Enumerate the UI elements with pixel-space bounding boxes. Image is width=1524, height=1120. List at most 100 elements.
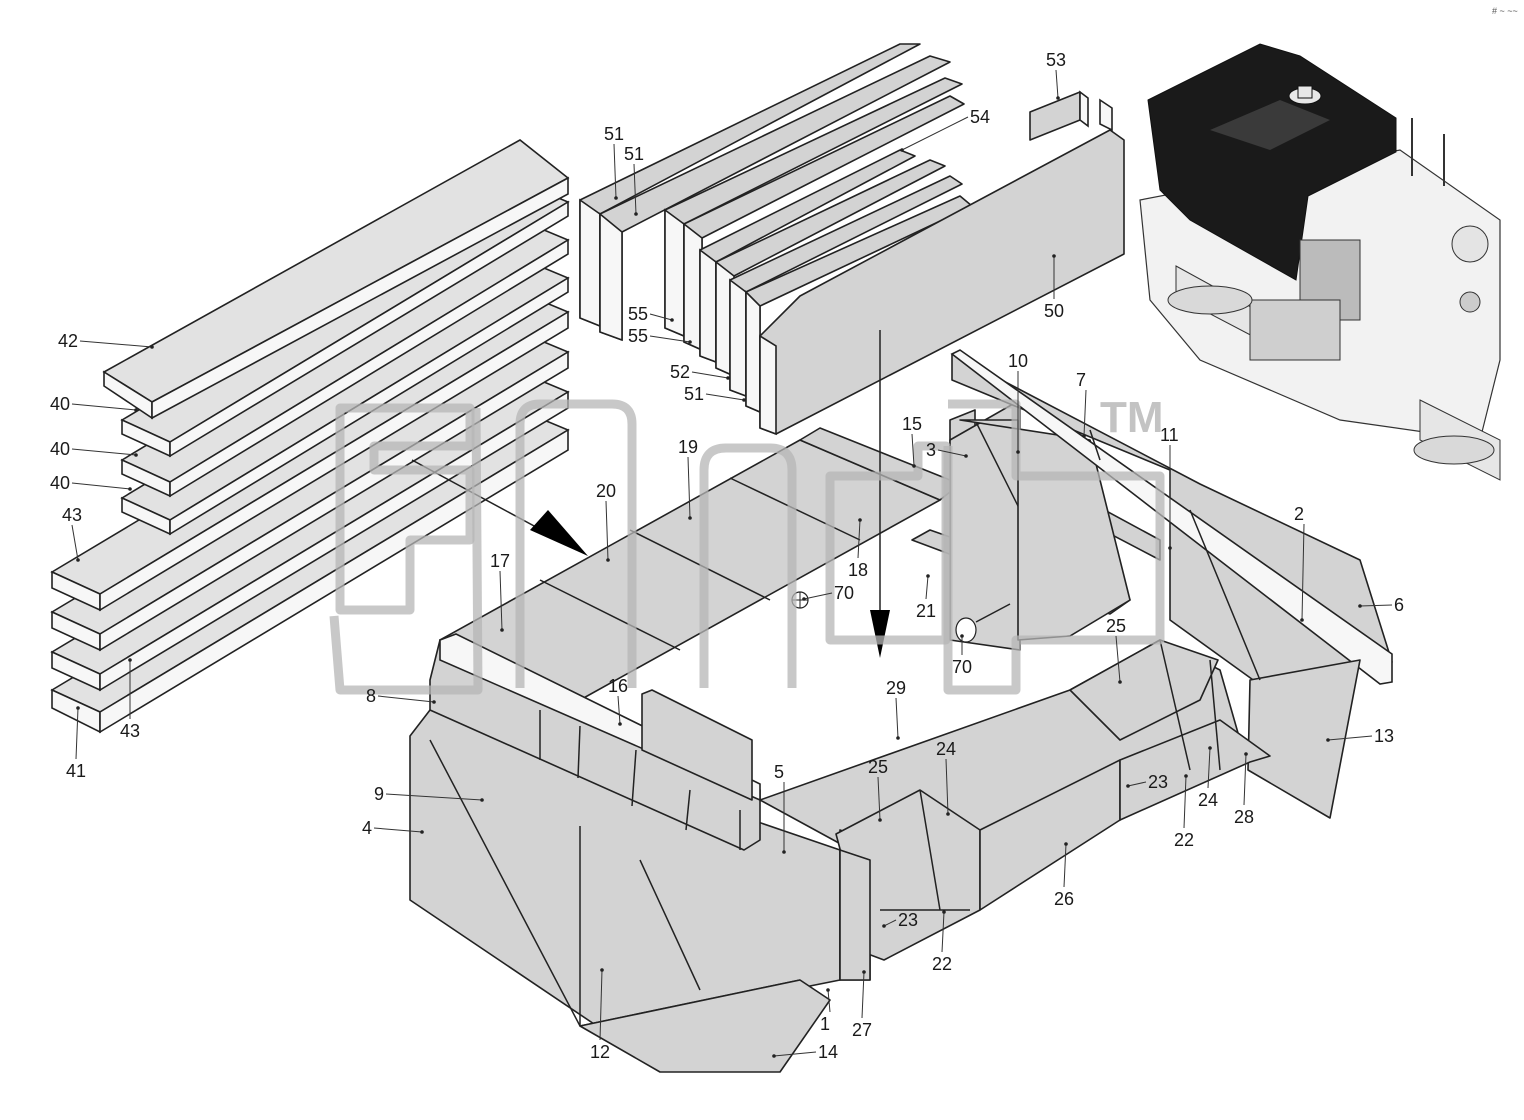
callout-number: 14: [818, 1042, 838, 1062]
callout-dot: [480, 798, 484, 802]
callout-leader: [901, 116, 969, 151]
callout-40: 40: [50, 439, 138, 459]
callout-leader: [1115, 635, 1121, 683]
callout-51: 51: [624, 144, 644, 216]
callout-dot: [1300, 618, 1304, 622]
callout-number: 21: [916, 601, 936, 621]
callout-dot: [1118, 680, 1122, 684]
callout-leader: [1063, 843, 1067, 888]
callout-leader: [385, 793, 483, 801]
callout-dot: [1326, 738, 1330, 742]
callout-leader: [1359, 604, 1393, 607]
callout-40: 40: [50, 394, 138, 414]
callout-24: 24: [936, 739, 956, 816]
callout-number: 24: [1198, 790, 1218, 810]
panel-55b: [683, 95, 965, 352]
callout-43: 43: [120, 658, 140, 741]
callout-43: 43: [62, 505, 82, 562]
callout-21: 21: [916, 574, 936, 621]
callout-23: 23: [882, 910, 918, 930]
callout-number: 16: [608, 676, 628, 696]
callout-20: 20: [596, 481, 616, 562]
callout-50: 50: [1044, 254, 1064, 321]
callout-number: 15: [902, 414, 922, 434]
callout-leader: [877, 776, 881, 821]
callout-leader: [649, 313, 673, 321]
callout-labels: 4240404043434151515555525153545010711153…: [50, 50, 1404, 1062]
callout-51: 51: [604, 124, 624, 200]
callout-dot: [150, 345, 154, 349]
callout-number: 40: [50, 473, 70, 493]
callout-leader: [373, 827, 423, 833]
strip-42: [102, 139, 570, 420]
callout-number: 40: [50, 439, 70, 459]
callout-14: 14: [772, 1042, 838, 1062]
callout-15: 15: [902, 414, 922, 468]
callout-52: 52: [670, 362, 730, 382]
callout-40: 40: [50, 473, 132, 493]
callout-dot: [802, 597, 806, 601]
callout-leader: [925, 575, 929, 600]
callout-25: 25: [868, 757, 888, 822]
callout-number: 52: [670, 362, 690, 382]
callout-number: 18: [848, 560, 868, 580]
callout-leader: [1207, 747, 1211, 789]
callout-number: 51: [604, 124, 624, 144]
callout-22: 22: [1174, 774, 1194, 850]
callout-number: 22: [932, 954, 952, 974]
callout-leader: [1243, 753, 1247, 806]
callout-11: 11: [1160, 425, 1179, 550]
callout-70: 70: [802, 583, 854, 603]
callout-number: 17: [490, 551, 510, 571]
callout-dot: [878, 818, 882, 822]
callout-25: 25: [1106, 616, 1126, 684]
callout-number: 9: [374, 784, 384, 804]
callout-dot: [960, 634, 964, 638]
callout-27: 27: [852, 970, 872, 1040]
callout-22: 22: [932, 910, 952, 974]
callout-leader: [75, 707, 79, 760]
callout-70: 70: [952, 634, 972, 677]
callout-number: 6: [1394, 595, 1404, 615]
callout-55: 55: [628, 326, 692, 346]
callout-number: 51: [684, 384, 704, 404]
callout-16: 16: [608, 676, 628, 726]
callout-number: 53: [1046, 50, 1066, 70]
callout-leader: [1327, 735, 1373, 741]
callout-53: 53: [1046, 50, 1066, 100]
callout-dot: [128, 487, 132, 491]
callout-dot: [900, 148, 904, 152]
callout-17: 17: [490, 551, 510, 632]
callout-leader: [1183, 775, 1187, 829]
watermark-tm: TM: [1100, 393, 1164, 442]
callout-dot: [614, 196, 618, 200]
enclosure-assembly: [409, 330, 1393, 1073]
callout-19: 19: [678, 437, 698, 520]
callout-leader: [687, 456, 691, 519]
callout-dot: [782, 850, 786, 854]
callout-leader: [1083, 389, 1087, 437]
callout-dot: [134, 453, 138, 457]
callout-number: 2: [1294, 504, 1304, 524]
callout-dot: [882, 924, 886, 928]
callout-number: 42: [58, 331, 78, 351]
callout-number: 7: [1076, 370, 1086, 390]
callout-number: 29: [886, 678, 906, 698]
corner-code: # ~ ~~: [1492, 6, 1518, 16]
callout-dot: [1064, 842, 1068, 846]
callout-6: 6: [1358, 595, 1404, 615]
callout-number: 20: [596, 481, 616, 501]
callout-dot: [896, 736, 900, 740]
callout-54: 54: [900, 107, 990, 152]
callout-dot: [858, 518, 862, 522]
callout-leader: [895, 697, 899, 739]
callout-dot: [964, 454, 968, 458]
callout-dot: [1052, 254, 1056, 258]
callout-dot: [134, 408, 138, 412]
callout-5: 5: [774, 762, 786, 854]
panel-51a: [579, 43, 921, 328]
callout-number: 70: [952, 657, 972, 677]
callout-number: 22: [1174, 830, 1194, 850]
